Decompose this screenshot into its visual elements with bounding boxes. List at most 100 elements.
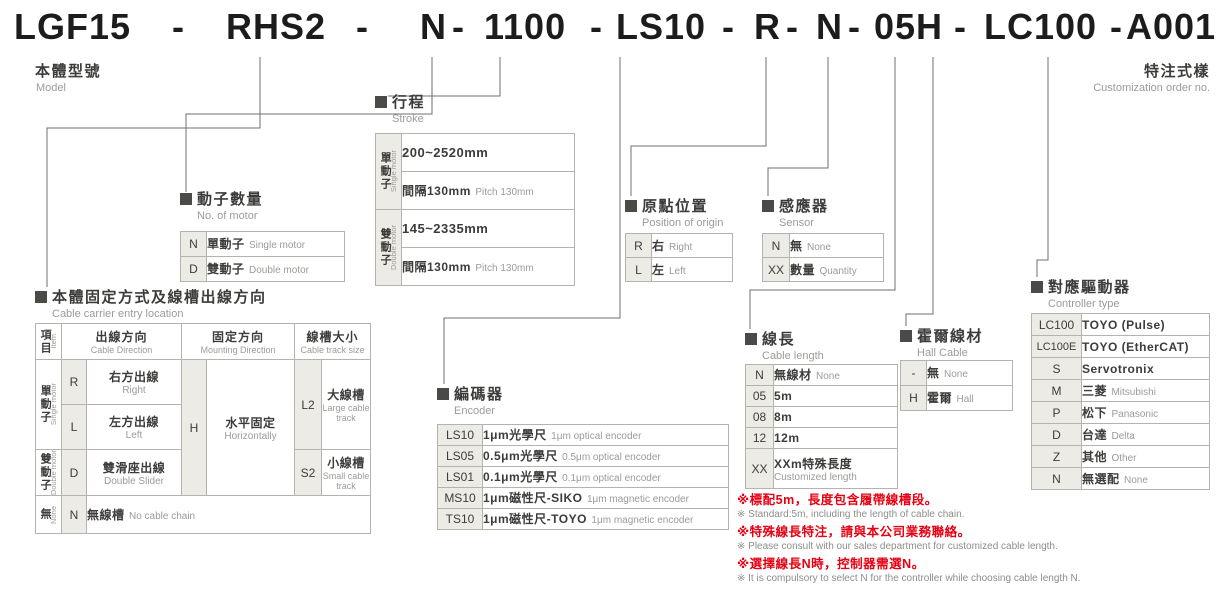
model-heading: 本體型號 Model	[35, 60, 101, 94]
table-row: N 無 None	[762, 233, 884, 258]
table-row: M 三菱 Mitsubishi	[1031, 379, 1210, 402]
pitch-zh: 間隔130mm	[402, 259, 471, 274]
origin-title-zh: 原點位置	[642, 198, 709, 215]
desc-zh: 台達	[1082, 427, 1108, 442]
origin-section-title: 原點位置 Position of origin	[625, 195, 723, 229]
model-heading-zh: 本體型號	[35, 63, 102, 80]
code-cell: 05	[745, 385, 774, 407]
pitch-en: Pitch 130mm	[475, 262, 534, 274]
table-row: 08 8m	[745, 406, 898, 428]
desc-zh: 雙滑座出線	[102, 460, 166, 475]
header-en: Cable track size	[300, 345, 365, 355]
code-segment-custom: A001	[1126, 6, 1217, 47]
sensor-title-en: Sensor	[779, 217, 814, 229]
encoder-title-zh: 編碼器	[454, 386, 504, 403]
desc-en: Panasonic	[1111, 408, 1159, 420]
desc-en: Quantity	[819, 265, 857, 277]
table-row: L 左 Left	[625, 257, 733, 282]
desc-zh: 右方出線	[108, 370, 159, 384]
desc-cell: 霍爾 Hall	[926, 385, 1013, 411]
desc-zh: 無選配	[1082, 471, 1120, 486]
desc-cell: 8m	[773, 406, 898, 428]
header-zh: 出線方向	[95, 330, 148, 344]
separator-dash: -	[356, 6, 369, 47]
desc-cell: 無 None	[789, 233, 884, 258]
sensor-section-title: 感應器 Sensor	[762, 195, 829, 229]
code-cell: L	[61, 404, 87, 450]
code-cell: L	[625, 257, 652, 282]
code-cell: MS10	[437, 487, 483, 509]
code-segment-controller: LC100	[984, 6, 1098, 47]
desc-cell: 無線材 None	[773, 364, 898, 386]
pitch-zh: 間隔130mm	[402, 183, 471, 198]
code-cell: N	[61, 495, 87, 535]
desc-cell: 松下 Panasonic	[1081, 401, 1210, 424]
header-track-cell: 線槽大小 Cable track size	[294, 323, 372, 360]
section-bullet-icon	[745, 332, 757, 345]
separator-dash: -	[452, 6, 465, 47]
desc-zh: 無線槽	[87, 507, 125, 522]
table-row: 間隔130mm Pitch 130mm	[376, 171, 575, 210]
table-row: 間隔130mm Pitch 130mm	[376, 247, 575, 286]
desc-en: Double motor	[248, 265, 309, 276]
desc-cell: 無 None	[926, 360, 1013, 386]
code-cell: LS05	[437, 445, 483, 467]
connector-origin	[630, 57, 767, 196]
desc-en: Left	[125, 430, 143, 441]
custom-order-heading: 特注式樣 Customization order no.	[1093, 60, 1210, 94]
stroke-range: 200~2520mm	[402, 144, 489, 160]
controller-title-en: Controller type	[1048, 298, 1120, 310]
desc-en: Single motor	[248, 240, 306, 251]
table-row: S Servotronix	[1031, 357, 1210, 380]
desc-cell: TOYO (EtherCAT)	[1081, 335, 1210, 358]
table-row: LC100 TOYO (Pulse)	[1031, 313, 1210, 336]
connector-sensor	[767, 57, 829, 196]
desc-zh: 0.1μm光學尺	[483, 470, 558, 484]
group-label-zh: 雙動子	[379, 228, 392, 267]
desc-cell: 無線槽 No cable chain	[85, 495, 372, 535]
desc-en: Mitsubishi	[1111, 386, 1156, 398]
mounting-title-zh: 本體固定方式及線槽出線方向	[52, 289, 267, 306]
desc-zh: 1μm光學尺	[483, 428, 547, 442]
desc-en: None	[1123, 474, 1148, 486]
connector-hall	[905, 57, 934, 326]
code-cell: 08	[745, 406, 774, 428]
custom-heading-en: Customization order no.	[1093, 82, 1210, 94]
stroke-range: 145~2335mm	[402, 220, 489, 236]
group-label-en: Single motor	[389, 150, 399, 193]
stroke-title-zh: 行程	[392, 94, 426, 111]
code-cell: Z	[1031, 445, 1082, 468]
desc-zh: 0.5μm光學尺	[483, 449, 558, 463]
table-row: LC100E TOYO (EtherCAT)	[1031, 335, 1210, 358]
group-label-en: Double motor	[389, 224, 399, 271]
code-cell: -	[900, 360, 927, 386]
table-row: N 無選配 None	[1031, 467, 1210, 490]
desc-cell: 5m	[773, 385, 898, 407]
header-mounting-cell: 固定方向 Mounting Direction	[180, 323, 296, 360]
note-en: ※ Please consult with our sales departme…	[737, 541, 1058, 552]
desc-cell: 單動子 Single motor	[206, 231, 345, 257]
desc-zh: Servotronix	[1082, 361, 1155, 376]
desc-zh: 1μm磁性尺-SIKO	[483, 491, 583, 505]
desc-en: 0.5μm optical encoder	[562, 452, 661, 463]
controller-title-zh: 對應驅動器	[1048, 279, 1131, 296]
code-cell: S	[1031, 357, 1082, 380]
desc-zh: 數量	[790, 262, 816, 277]
separator-dash: -	[1110, 6, 1123, 47]
separator-dash: -	[590, 6, 603, 47]
code-cell: D	[180, 256, 207, 282]
section-bullet-icon	[762, 199, 774, 212]
desc-en: 1μm magnetic encoder	[586, 494, 689, 505]
model-heading-en: Model	[36, 82, 66, 94]
desc-cell: Servotronix	[1081, 357, 1210, 380]
sensor-title-zh: 感應器	[779, 198, 829, 215]
code-cell: N	[745, 364, 774, 386]
origin-title-en: Position of origin	[642, 217, 724, 229]
desc-en: Hall	[956, 394, 974, 405]
desc-cell: 雙滑座出線 Double Slider	[86, 448, 182, 497]
cable-length-table: N 無線材 None 05 5m 08 8m 12 12m XX XXm特殊長度…	[745, 364, 898, 489]
